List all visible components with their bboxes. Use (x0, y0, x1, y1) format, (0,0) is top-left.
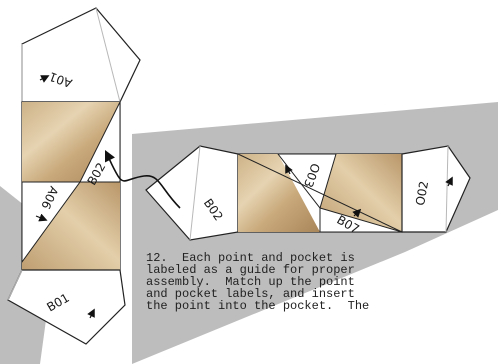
left-strip: A01 A06 B02 B01 (7, 7, 141, 345)
wood-panel-top (22, 102, 120, 182)
wood-panel-bottom (22, 182, 120, 270)
flap-o02 (401, 145, 471, 233)
flap-a01 (21, 7, 141, 103)
caption-line: labeled as a guide for proper (146, 263, 355, 277)
direction-arrow-icon (39, 75, 50, 83)
direction-arrow-icon (285, 164, 293, 175)
caption-line: the point into the pocket. The (146, 299, 370, 313)
direction-arrow-icon (352, 208, 362, 218)
white-triangle-b07 (319, 207, 403, 233)
right-strip: B02 O03 B07 O02 (145, 145, 471, 241)
wood-panel-left (238, 154, 320, 232)
wood-panel-right (320, 154, 402, 232)
direction-arrow-icon (87, 308, 95, 319)
caption-line: assembly. Match up the point (146, 275, 355, 289)
label-o02: O02 (413, 180, 431, 207)
direction-arrow-icon (445, 176, 453, 187)
insertion-arrow-icon (104, 149, 181, 209)
direction-arrow-icon (35, 213, 48, 222)
caption-line: 12. Each point and pocket is (146, 251, 355, 265)
caption-line: and pocket labels, and insert (146, 287, 355, 301)
